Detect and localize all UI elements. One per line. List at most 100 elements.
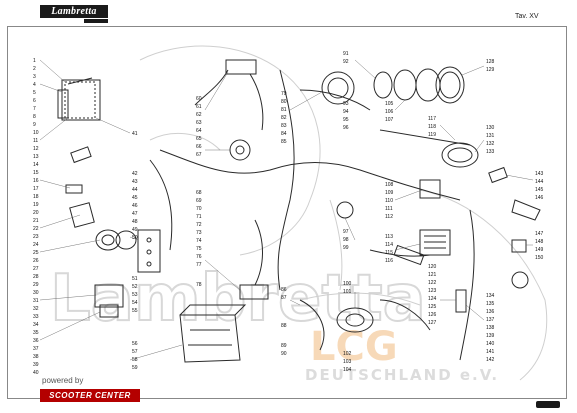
callout-43: 43 (132, 179, 138, 185)
scooter-center-logo[interactable]: SCOOTER CENTER (40, 389, 140, 402)
callout-51: 51 (132, 276, 138, 282)
callout-15: 15 (33, 170, 39, 176)
callout-129: 129 (486, 67, 495, 73)
callout-10: 10 (33, 130, 39, 136)
callout-1: 1 (33, 58, 36, 64)
battery-tray (239, 284, 269, 300)
callout-18: 18 (33, 194, 39, 200)
callout-135: 135 (486, 301, 495, 307)
callouts-center-left: 41 42 43 44 45 46 47 48 49 50 51 52 53 5… (132, 131, 138, 371)
callout-96: 96 (343, 125, 349, 131)
callout-76: 76 (196, 254, 202, 260)
plate-number: Tav. XV (515, 13, 539, 20)
watermark-region: DEUTSCHLAND e.V. (305, 366, 499, 384)
callout-122: 122 (428, 280, 437, 286)
callout-144: 144 (535, 179, 544, 185)
callout-8: 8 (33, 114, 36, 120)
callout-125: 125 (428, 304, 437, 310)
callout-4: 4 (33, 82, 36, 88)
callout-98: 98 (343, 237, 349, 243)
callout-78: 78 (196, 282, 202, 288)
callout-41: 41 (132, 131, 138, 137)
callout-80: 80 (281, 99, 287, 105)
callout-64: 64 (196, 128, 202, 134)
callout-103: 103 (343, 359, 352, 365)
callout-118: 118 (428, 124, 436, 130)
callout-36: 36 (33, 338, 39, 344)
callout-84: 84 (281, 131, 287, 137)
callout-23: 23 (33, 234, 39, 240)
relay-box (419, 229, 451, 256)
horn-rear (419, 179, 441, 199)
callout-81: 81 (281, 107, 287, 113)
ignition-coil (229, 139, 251, 161)
battery (179, 314, 241, 363)
dip-switch (511, 199, 541, 221)
callout-133: 133 (486, 149, 495, 155)
callout-128: 128 (486, 59, 495, 65)
callout-6: 6 (33, 98, 36, 104)
callout-39: 39 (33, 362, 39, 368)
callout-20: 20 (33, 210, 39, 216)
callout-49: 49 (132, 227, 138, 233)
lambretta-logo-badge (84, 19, 108, 23)
callout-150: 150 (535, 255, 544, 261)
callout-109: 109 (385, 190, 394, 196)
callout-95: 95 (343, 117, 349, 123)
lambretta-logo: Lambretta (40, 5, 108, 18)
callout-7: 7 (33, 106, 36, 112)
callout-113: 113 (385, 234, 393, 240)
callout-66: 66 (196, 144, 202, 150)
callout-3: 3 (33, 74, 36, 80)
callout-67: 67 (196, 152, 202, 158)
callout-69: 69 (196, 198, 202, 204)
callout-126: 126 (428, 312, 437, 318)
condenser (455, 289, 467, 313)
callout-94: 94 (343, 109, 349, 115)
callout-117: 117 (428, 116, 436, 122)
callout-32: 32 (33, 306, 39, 312)
callout-137: 137 (486, 317, 495, 323)
callout-56: 56 (132, 341, 138, 347)
callout-131: 131 (486, 133, 495, 139)
callout-87: 87 (281, 295, 287, 301)
watermark-word: Lambretta (50, 262, 426, 336)
callouts-left-column: 1 2 3 4 5 6 7 8 9 10 11 12 13 14 15 16 1… (33, 58, 39, 376)
callout-108: 108 (385, 182, 394, 188)
callout-27: 27 (33, 266, 39, 272)
callout-141: 141 (486, 349, 495, 355)
callout-99: 99 (343, 245, 349, 251)
callout-62: 62 (196, 112, 202, 118)
callout-47: 47 (132, 211, 138, 217)
callout-53: 53 (132, 292, 138, 298)
callouts-mid: 79 80 81 82 83 84 85 86 87 88 89 90 91 9… (281, 51, 352, 373)
callout-74: 74 (196, 238, 202, 244)
callout-17: 17 (33, 186, 39, 192)
callout-14: 14 (33, 162, 39, 168)
callout-58: 58 (132, 357, 138, 363)
stop-switch (511, 239, 527, 253)
grommet (511, 271, 529, 289)
callout-33: 33 (33, 314, 39, 320)
callout-65: 65 (196, 136, 202, 142)
callout-72: 72 (196, 222, 202, 228)
callout-102: 102 (343, 351, 352, 357)
callout-59: 59 (132, 365, 138, 371)
callout-123: 123 (428, 288, 437, 294)
callout-90: 90 (281, 351, 287, 357)
callout-9: 9 (33, 122, 36, 128)
callout-29: 29 (33, 282, 39, 288)
callout-93: 93 (343, 101, 349, 107)
component-drawings (57, 59, 541, 363)
switch-part (70, 146, 92, 164)
callout-35: 35 (33, 330, 39, 336)
page-frame (7, 26, 567, 399)
callout-22: 22 (33, 226, 39, 232)
callout-30: 30 (33, 290, 39, 296)
callout-115: 115 (385, 250, 393, 256)
callout-38: 38 (33, 354, 39, 360)
callout-92: 92 (343, 59, 349, 65)
callout-105: 105 (385, 101, 394, 107)
callout-48: 48 (132, 219, 138, 225)
